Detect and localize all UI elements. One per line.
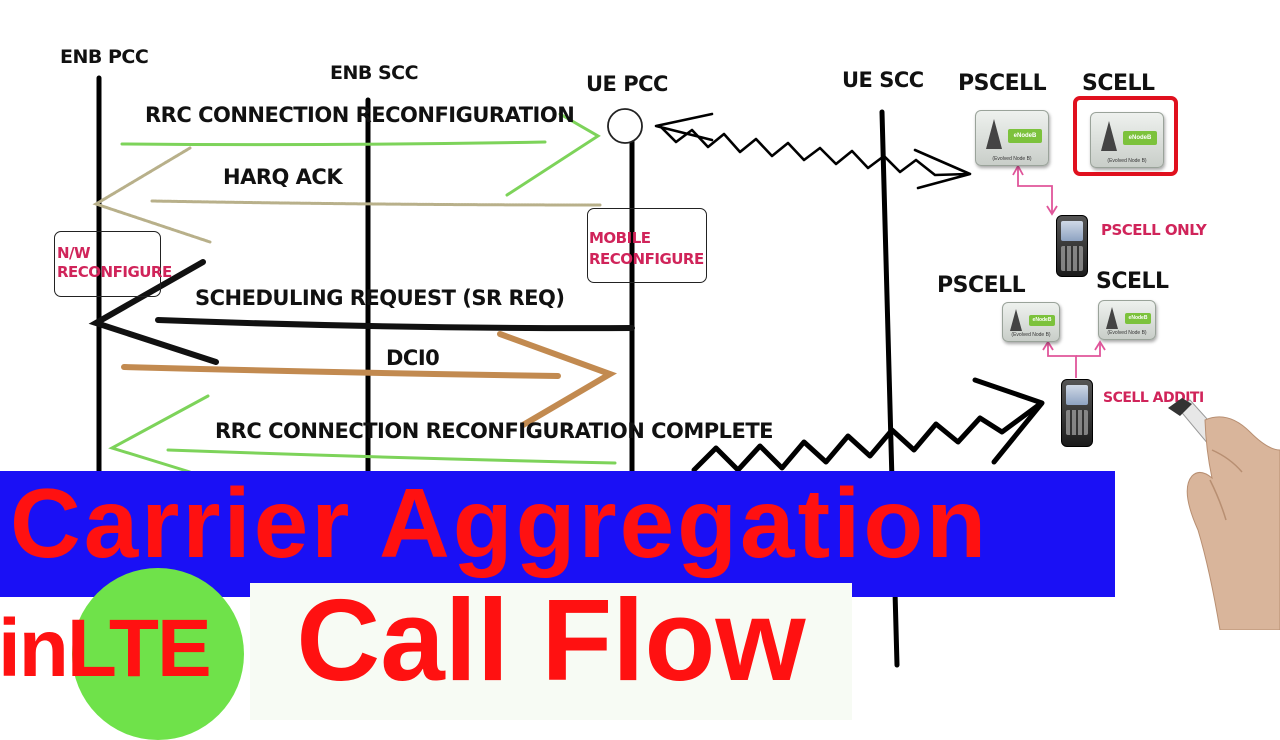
scell-addition-connector (1042, 340, 1106, 378)
arrow-sr-req (88, 259, 635, 365)
lte-badge-circle (72, 568, 244, 740)
enodeb-chip: eNodeB (1029, 315, 1055, 326)
mobile-reconfigure-line1: MOBILE (589, 229, 651, 247)
label-pscell-top: PSCELL (958, 71, 1047, 96)
arrow-dci0 (121, 331, 618, 428)
scell-tower-top: eNodeB (Evolved Node B) (1090, 112, 1164, 168)
title-banner-light (250, 583, 852, 720)
label-scell-bottom: SCELL (1096, 269, 1169, 294)
phone-icon-top (1056, 215, 1088, 277)
scell-tower-bottom: eNodeB (Evolved Node B) (1098, 300, 1156, 340)
arrow-rrc-complete (108, 394, 617, 474)
title-call-flow: Call Flow (296, 575, 806, 705)
label-rrc-reconfig: RRC CONNECTION RECONFIGURATION (145, 103, 575, 127)
title-carrier-aggregation: Carrier Aggregation (10, 468, 990, 578)
label-enb-pcc: ENB PCC (60, 46, 149, 68)
title-in-lte: inLTE (0, 608, 212, 690)
label-pscell-bottom: PSCELL (937, 273, 1026, 298)
hand-with-marker-icon (1168, 398, 1280, 630)
mobile-reconfigure-line2: RECONFIGURE (589, 250, 704, 268)
nw-reconfigure-line1: N/W (57, 244, 91, 262)
scell-highlight-box (1073, 96, 1178, 176)
nw-reconfigure-line2: RECONFIGURE (57, 263, 172, 281)
label-sr-req: SCHEDULING REQUEST (SR REQ) (195, 286, 565, 310)
tower-mast-icon (986, 119, 1002, 149)
arrow-rrc-reconfig (120, 112, 601, 197)
tower-mast-icon (1106, 307, 1118, 329)
pscell-tower-top: eNodeB (Evolved Node B) (975, 110, 1049, 166)
label-harq-ack: HARQ ACK (223, 165, 343, 189)
enodeb-chip: eNodeB (1123, 131, 1157, 145)
label-ue-pcc: UE PCC (586, 72, 668, 96)
mobile-reconfigure-box (587, 208, 707, 283)
label-rrc-complete: RRC CONNECTION RECONFIGURATION COMPLETE (215, 419, 774, 443)
ue-pcc-node (607, 108, 643, 144)
diagram-canvas (88, 75, 1178, 668)
enodeb-chip: eNodeB (1008, 129, 1042, 143)
enodeb-caption: (Evolved Node B) (1011, 332, 1051, 338)
label-scell-top: SCELL (1082, 71, 1155, 96)
title-in: in (0, 603, 69, 694)
tower-mast-icon (1010, 309, 1022, 331)
radio-link-bottom (691, 377, 1045, 473)
pscell-only-connector (1012, 164, 1058, 216)
label-enb-scc: ENB SCC (330, 62, 419, 84)
nw-reconfigure-box (54, 231, 161, 297)
enodeb-chip: eNodeB (1125, 313, 1151, 324)
tower-mast-icon (1101, 121, 1117, 151)
phone-icon-bottom (1061, 379, 1093, 447)
label-dci0: DCI0 (386, 346, 440, 370)
arrow-harq-ack (92, 146, 602, 244)
radio-link-top (654, 112, 972, 190)
title-lte: LTE (66, 603, 212, 694)
label-pscell-only: PSCELL ONLY (1101, 221, 1207, 239)
enodeb-caption: (Evolved Node B) (992, 156, 1032, 162)
enodeb-caption: (Evolved Node B) (1107, 158, 1147, 164)
enodeb-caption: (Evolved Node B) (1107, 330, 1147, 336)
label-ue-scc: UE SCC (842, 68, 924, 92)
call-flow-diagram: ENB PCC ENB SCC UE PCC UE SCC RRC CONNEC… (0, 46, 1280, 740)
pscell-tower-bottom: eNodeB (Evolved Node B) (1002, 302, 1060, 342)
